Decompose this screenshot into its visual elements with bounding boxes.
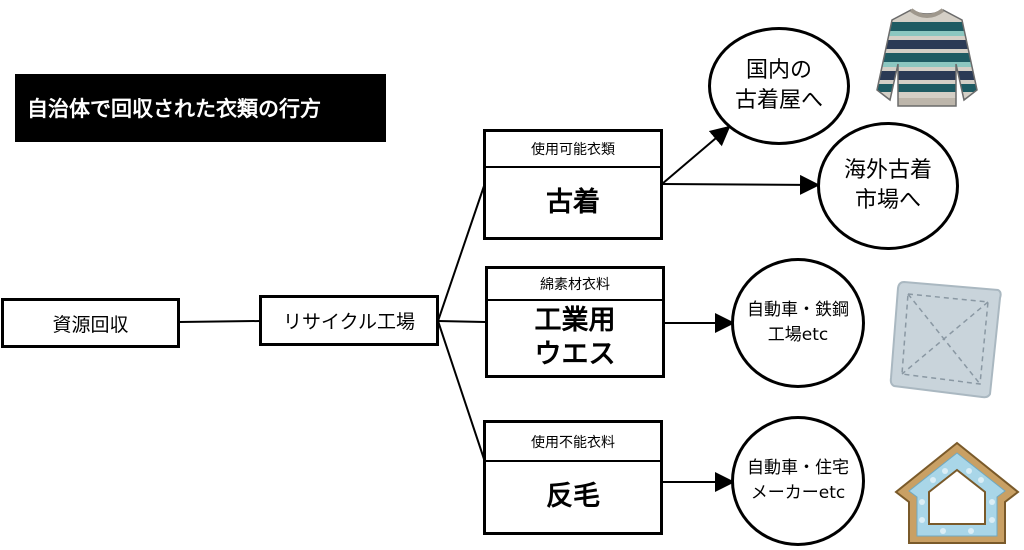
line-factory-usable [437, 185, 485, 322]
dest-overseas: 海外古着 市場へ [817, 122, 959, 250]
cotton-header: 綿素材衣料 [488, 269, 662, 301]
node-factory: リサイクル工場 [259, 295, 439, 346]
node-unusable: 使用不能衣料 反毛 [483, 420, 663, 535]
arrow-to-domestic [661, 125, 731, 185]
dest-domestic: 国内の 古着屋へ [708, 27, 850, 145]
dest-housing: 自動車・住宅 メーカーetc [731, 416, 865, 546]
unusable-label: 反毛 [546, 481, 600, 513]
line-collect-factory [178, 320, 261, 323]
cotton-label: 工業用 ウエス [534, 305, 616, 370]
sweater-icon [876, 8, 978, 107]
node-collect: 資源回収 [1, 298, 180, 348]
usable-label: 古着 [546, 186, 600, 218]
insulated-house-icon [894, 441, 1020, 544]
line-factory-unusable [437, 320, 485, 460]
dest-steel: 自動車・鉄鋼 工場etc [731, 258, 865, 388]
arrow-to-overseas [661, 174, 820, 195]
unusable-header: 使用不能衣料 [486, 423, 660, 462]
usable-header: 使用可能衣類 [486, 132, 660, 168]
line-factory-cotton [437, 320, 486, 323]
node-usable: 使用可能衣類 古着 [483, 129, 663, 240]
node-cotton: 綿素材衣料 工業用 ウエス [485, 266, 665, 378]
cloth-rag-icon [889, 280, 1002, 399]
page-title: 自治体で回収された衣類の行方 [15, 74, 386, 142]
